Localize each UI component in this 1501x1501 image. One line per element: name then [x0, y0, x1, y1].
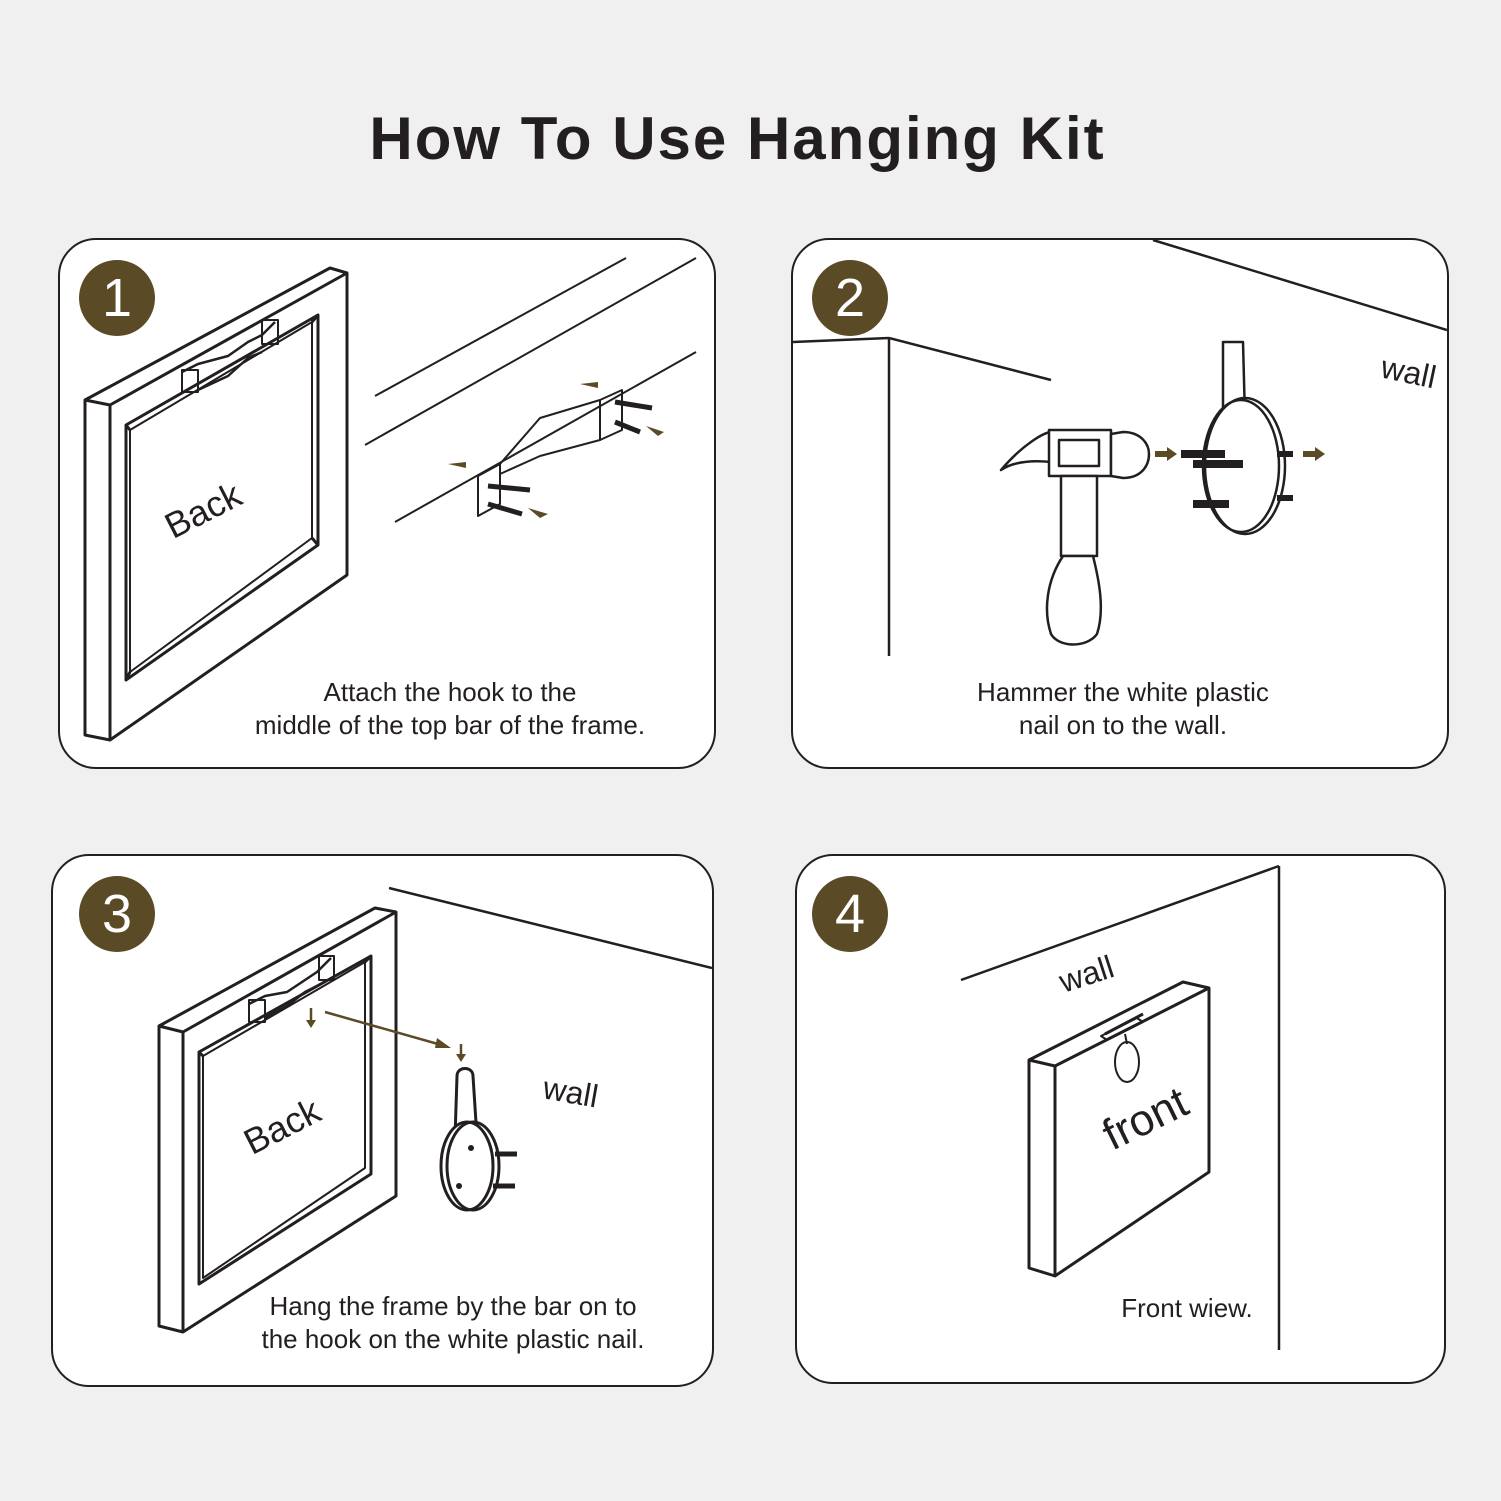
step-caption: Attach the hook to the middle of the top… [210, 676, 690, 742]
step-number-badge: 1 [79, 260, 155, 336]
caption-line: nail on to the wall. [1018, 710, 1228, 740]
step-3-panel: 3 Back wall Hang the frame by the bar on… [51, 854, 714, 1387]
nail-dots [456, 1145, 474, 1189]
step-number-badge: 2 [812, 260, 888, 336]
page-title: How To Use Hanging Kit [369, 105, 1106, 172]
caption-line: Hang the frame by the bar on to [269, 1291, 637, 1321]
step-2-panel: 2 wall Hammer the white plastic nail on … [791, 238, 1449, 769]
direction-arrows [306, 1008, 466, 1062]
step-caption: Hammer the white plastic nail on to the … [923, 676, 1323, 742]
caption-line: Front wiew. [1121, 1293, 1253, 1323]
caption-line: Hammer the white plastic [977, 677, 1269, 707]
caption-line: middle of the top bar of the frame. [254, 710, 646, 740]
hang-frame-illustration [157, 886, 712, 1334]
step-caption: Hang the frame by the bar on to the hook… [223, 1290, 683, 1356]
hammer-nail-illustration [793, 240, 1447, 656]
step-number-badge: 4 [812, 876, 888, 952]
direction-arrows [1155, 447, 1325, 461]
step-caption: Front wiew. [1097, 1292, 1277, 1325]
front-view-illustration [960, 864, 1281, 1350]
step-number-badge: 3 [79, 876, 155, 952]
caption-line: the hook on the white plastic nail. [261, 1324, 645, 1354]
caption-line: Attach the hook to the [323, 677, 577, 707]
direction-arrows [448, 382, 664, 518]
frame-back-illustration [83, 257, 697, 742]
step-4-panel: 4 wall front Front wiew. [795, 854, 1446, 1384]
step-1-panel: 1 Back Attach the hook to the middle of … [58, 238, 716, 769]
